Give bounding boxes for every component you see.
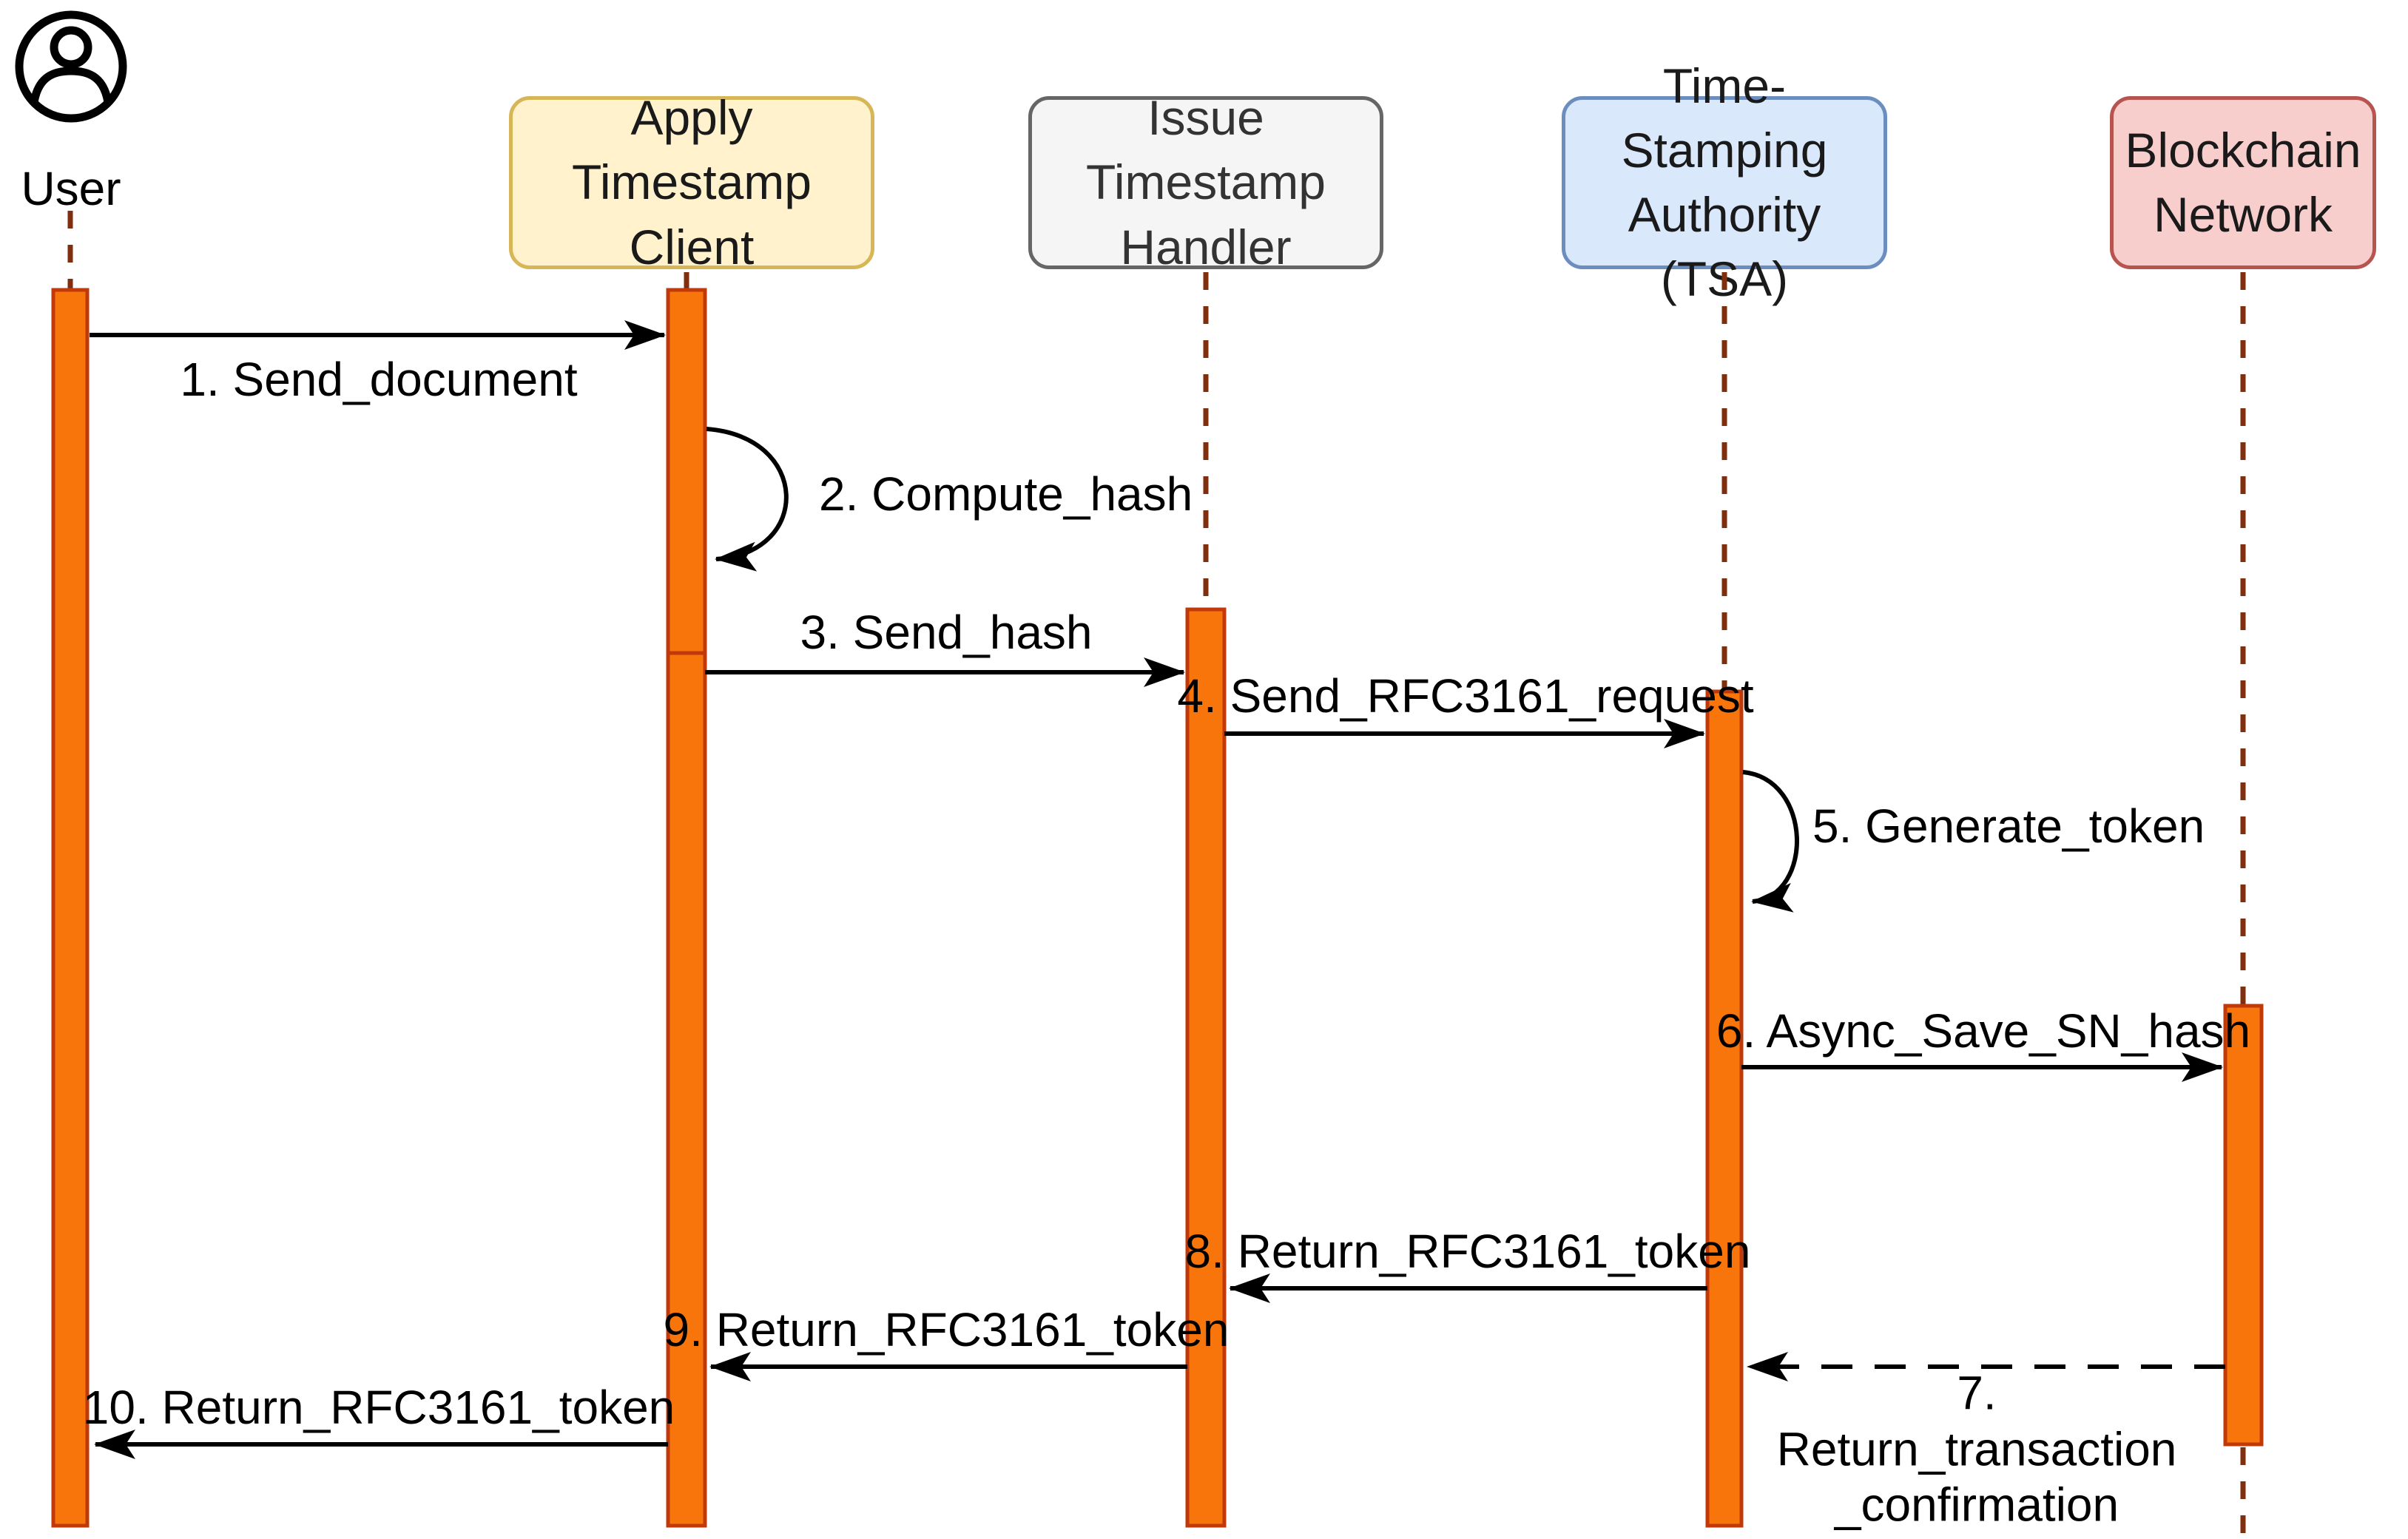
message-label-7: 7. Return_transaction _confirmation bbox=[1761, 1366, 2193, 1534]
actor-box-tsa: Time-Stamping Authority (TSA) bbox=[1562, 58, 1887, 306]
message-label-4: 4. Send_RFC3161_request bbox=[1177, 669, 1754, 723]
activation-bar-handler bbox=[1185, 607, 1227, 1528]
actor-box-issue-timestamp-handler: Issue Timestamp Handler bbox=[1028, 90, 1383, 274]
arrow-2-compute-hash-loop bbox=[706, 427, 789, 572]
message-label-5: 5. Generate_token bbox=[1812, 799, 2205, 853]
actor-label-line: Client bbox=[629, 219, 755, 274]
message-label-2: 2. Compute_hash bbox=[819, 467, 1193, 521]
actor-label-line: Issue Timestamp bbox=[1086, 90, 1326, 210]
actor-label-line: Network bbox=[2153, 187, 2333, 242]
actor-box-blockchain-network: Blockchain Network bbox=[2110, 96, 2376, 269]
actor-label-line: Authority (TSA) bbox=[1628, 187, 1821, 307]
actor-label-line: Handler bbox=[1120, 219, 1292, 274]
message-label-6: 6. Async_Save_SN_hash bbox=[1716, 1004, 2251, 1058]
activation-bar-blockchain bbox=[2223, 1004, 2264, 1447]
actor-box-apply-timestamp-client: Apply Timestamp Client bbox=[509, 90, 874, 274]
message-label-7-line2: _confirmation bbox=[1834, 1478, 2119, 1532]
message-label-8: 8. Return_RFC3161_token bbox=[1184, 1225, 1751, 1278]
message-label-1: 1. Send_document bbox=[180, 353, 578, 406]
actor-label-user: User bbox=[21, 162, 121, 215]
activation-bar-user bbox=[51, 288, 90, 1528]
message-label-9: 9. Return_RFC3161_token bbox=[663, 1303, 1230, 1356]
activation-bar-tsa bbox=[1705, 689, 1744, 1528]
actor-label-line: Blockchain bbox=[2125, 122, 2361, 177]
arrow-5-generate-token-loop bbox=[1742, 770, 1799, 913]
actor-label-line: Time-Stamping bbox=[1621, 58, 1828, 177]
user-actor-icon bbox=[15, 10, 127, 123]
message-label-7-line1: 7. Return_transaction bbox=[1776, 1366, 2177, 1476]
message-label-10: 10. Return_RFC3161_token bbox=[82, 1381, 675, 1434]
message-label-3: 3. Send_hash bbox=[800, 606, 1093, 659]
activation-bar-client bbox=[666, 288, 707, 1528]
actor-label-line: Apply Timestamp bbox=[572, 90, 812, 210]
